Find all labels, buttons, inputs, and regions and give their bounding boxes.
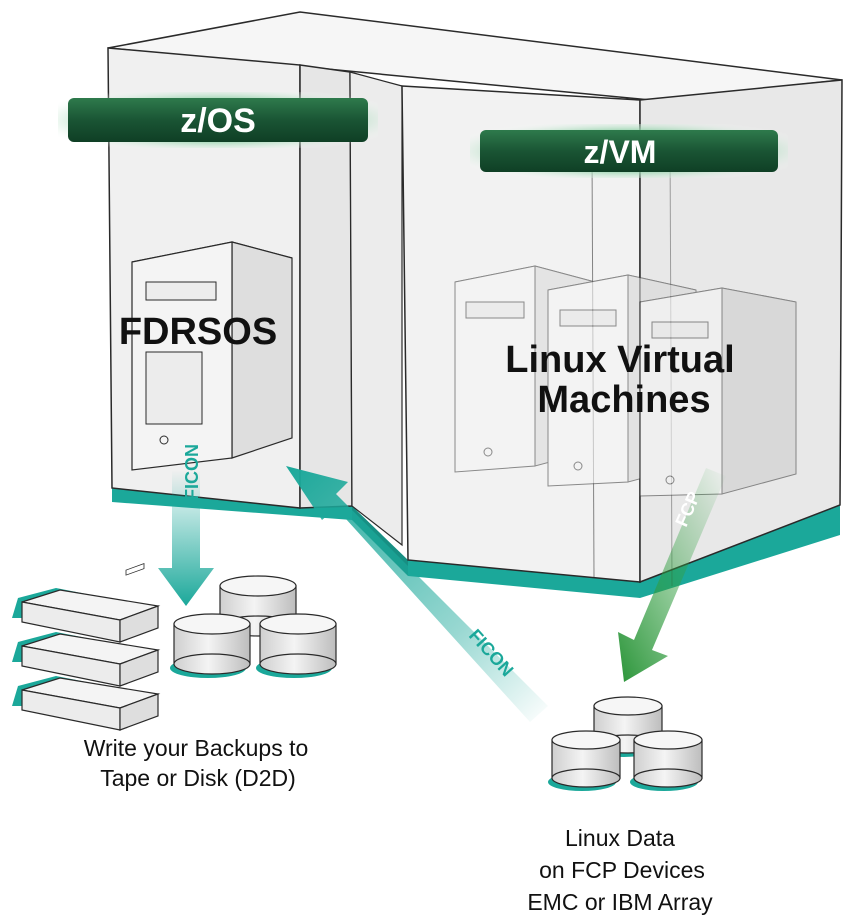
tape-drive-1 <box>12 563 161 643</box>
zos-banner: z/OS <box>58 92 378 148</box>
backup-caption-line2: Tape or Disk (D2D) <box>100 765 296 791</box>
linux-vm-label-line1: Linux Virtual <box>505 339 734 381</box>
disk-cylinder <box>548 730 621 791</box>
disk-cylinder <box>170 613 251 678</box>
linux-vm-servers <box>454 265 797 497</box>
linux-data-disks <box>548 696 703 791</box>
zvm-banner: z/VM <box>470 124 788 178</box>
zvm-label: z/VM <box>584 134 657 170</box>
fdrsos-label: FDRSOS <box>119 311 277 353</box>
tape-drives <box>12 563 161 731</box>
linux-data-caption-line3: EMC or IBM Array <box>527 889 713 915</box>
backup-caption-line1: Write your Backups to <box>84 735 309 761</box>
ficon-down-label: FICON <box>182 444 202 500</box>
linux-data-caption-line1: Linux Data <box>565 825 675 851</box>
backup-disks <box>170 575 337 678</box>
fdrsos-server <box>131 241 293 471</box>
zos-label: z/OS <box>180 102 256 140</box>
tape-drive-2 <box>12 632 161 687</box>
tape-drive-3 <box>12 676 161 731</box>
mainframe-base-right <box>408 505 840 598</box>
linux-data-caption-line2: on FCP Devices <box>539 857 705 883</box>
ficon-down-arrow: FICON <box>158 444 214 606</box>
disk-cylinder <box>630 730 703 791</box>
fcp-arrow: FCP <box>618 468 726 682</box>
linux-vm-label-line2: Machines <box>537 379 710 421</box>
linux-vm-tower-3 <box>639 287 797 497</box>
disk-cylinder <box>256 613 337 678</box>
